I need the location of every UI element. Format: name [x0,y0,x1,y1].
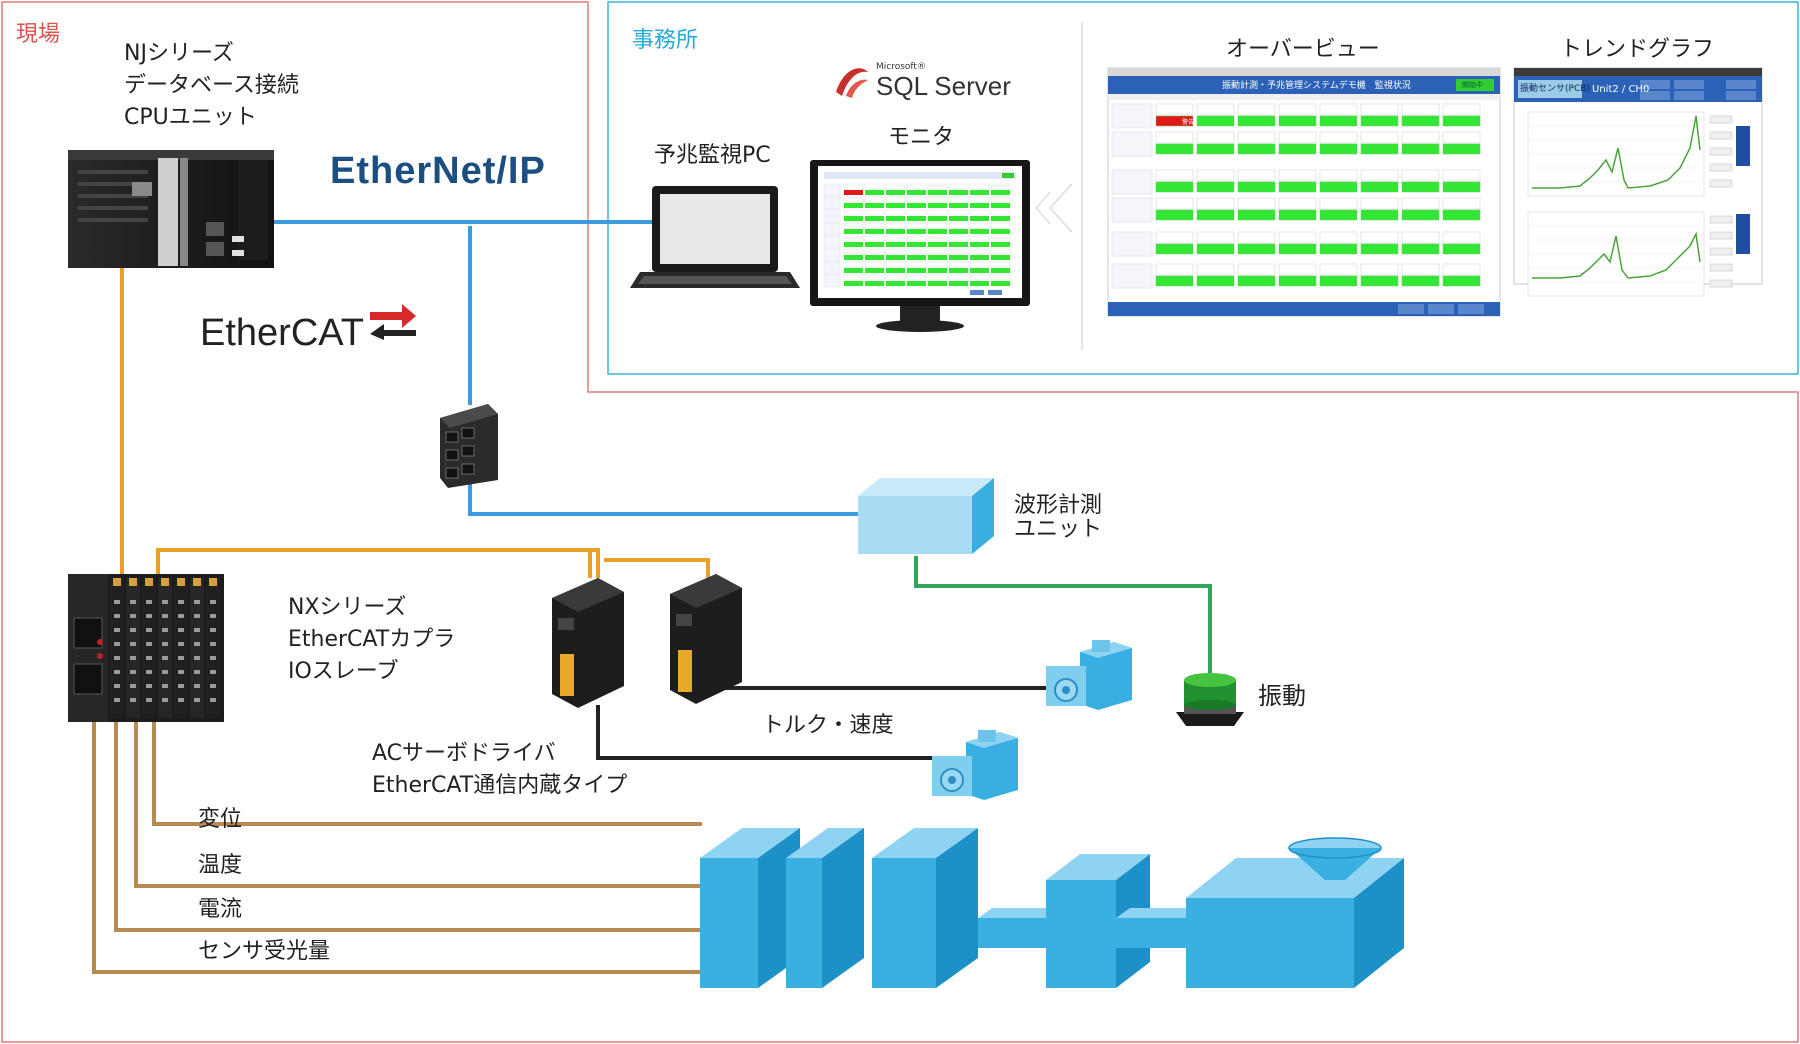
ethernet-switch [440,404,498,488]
temperature-label: 温度 [198,853,243,878]
trend-screen-unit: Unit2 / CH0 [1592,84,1650,95]
servo-motor-1 [1046,640,1132,710]
ethercat-logo: EtherCAT [200,312,365,354]
nx-coupler-label: EtherCATカプラ [288,627,456,652]
vibration-sensor [1176,673,1244,726]
trend-line-2 [1532,231,1701,279]
nj-series-label: NJシリーズ [124,41,234,66]
office-zone-label: 事務所 [632,28,699,53]
office-zone-border [607,1,1799,375]
nj-db-label: データベース接続 [124,73,299,98]
chevron-arrows [1035,183,1073,233]
nj-cpu-unit [68,150,274,268]
servo-drive-2 [670,574,742,704]
overview-screen [1107,67,1501,317]
vibration-label: 振動 [1258,682,1306,710]
current-label: 電流 [198,897,243,922]
wave-measurement-unit [858,478,994,554]
servo-drive-label-2: EtherCAT通信内蔵タイプ [372,773,628,798]
monitor [810,160,1030,332]
nx-io-label: IOスレーブ [288,659,399,684]
wave-unit-label-1: 波形計測 [1014,493,1103,518]
sensor-light-label: センサ受光量 [198,939,331,964]
overview-alarm-cell: 警告 [1182,119,1195,126]
trend-screen [1513,67,1763,297]
analog-cables [92,720,702,974]
wave-unit-label-2: ユニット [1014,517,1103,542]
servo-motor-2 [932,730,1018,800]
nj-cpu-label: CPUユニット [124,105,257,130]
nx-series-label: NXシリーズ [288,595,407,620]
torque-speed-label: トルク・速度 [762,713,894,738]
overview-screen-title: 振動計測・予兆管理システムデモ機 監視状況 [1222,81,1411,91]
servo-drive-label-1: ACサーボドライバ [372,741,556,766]
overview-label: オーバービュー [1226,37,1380,62]
ethernet-ip-logo: EtherNet/IP [330,150,546,192]
ethercat-cables [120,268,710,578]
field-zone-label: 現場 [16,22,61,47]
servo-drive-1 [552,578,624,708]
sql-server-logo: SQL Server [876,71,1011,101]
vibration-cable [914,556,1212,675]
laptop [630,186,800,288]
overview-status-badge: 開始中 [1462,81,1483,89]
machine [700,828,1404,988]
trend-line-1 [1532,115,1701,189]
sql-server-icon [836,68,868,98]
ethercat-logo-arrows [370,304,416,340]
nx-ethercat-coupler [68,574,224,722]
trend-screen-title: 振動センサ(PCB) [1520,84,1590,94]
displacement-label: 変位 [198,807,243,832]
monitor-label: モニタ [888,125,955,150]
servo-motor-cables [596,686,1058,760]
pc-label: 予兆監視PC [654,143,771,168]
trend-label: トレンドグラフ [1560,37,1715,62]
sql-ms-label: Microsoft® [876,62,926,72]
